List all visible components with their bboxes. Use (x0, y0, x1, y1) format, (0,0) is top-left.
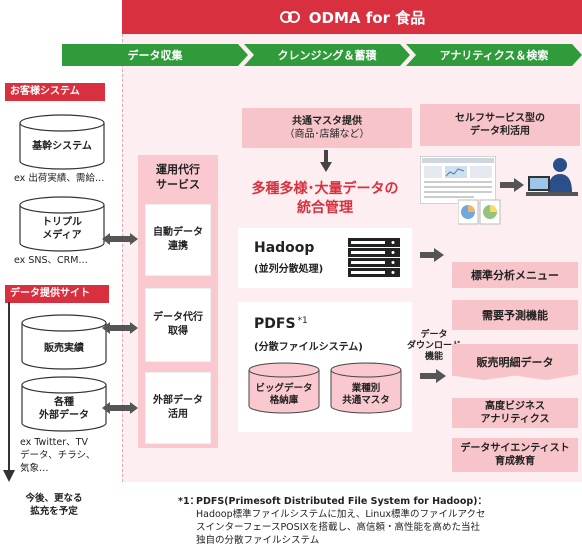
note-line: 気象… (20, 463, 49, 474)
label-line: データ (420, 330, 448, 340)
bidirectional-arrow-icon (102, 322, 138, 334)
hadoop-title: Hadoop (254, 240, 315, 256)
box-line: 外部データ (153, 395, 203, 406)
bidirectional-arrow-icon (102, 402, 138, 414)
core-system-note: ex 出荷実績、需給… (14, 173, 105, 184)
box-line: 連携 (168, 241, 188, 252)
customer-system-label: お客様システム (5, 83, 105, 101)
stage-cleansing: クレンジング＆蓄積 (244, 44, 410, 66)
cylinder-label: 外部データ (39, 410, 89, 421)
dashboard-screenshot-icon (420, 156, 496, 204)
footnote-line: スインターフェースPOSIXを搭載し、高信頼・高性能を高めた当社 (196, 522, 481, 533)
external-use-box: 外部データ 活用 (145, 372, 211, 444)
cylinder-label: 販売実績 (44, 343, 84, 354)
headline: 多種多様･大量データの 統合管理 (226, 180, 424, 218)
chart-thumbnails-icon (458, 199, 501, 225)
pdfs-title-row: PDFS*1 (254, 316, 308, 332)
cylinder-label: 業種別 (351, 383, 381, 394)
auto-link-box: 自動データ 連携 (145, 204, 211, 276)
box-line: データ利活用 (470, 126, 530, 137)
data-provider-label: データ提供サイト (5, 285, 109, 303)
right-arrow-icon (500, 178, 524, 192)
title-line: 運用代行 (156, 163, 200, 176)
cylinder-label: 格納庫 (269, 395, 299, 406)
right-arrow-icon (420, 369, 446, 383)
box-line: 取得 (168, 326, 188, 337)
odma-logo-icon (279, 11, 300, 23)
box-line: アナリティクス (480, 414, 550, 425)
cylinder-label: メディア (42, 230, 82, 241)
user-at-computer-icon (526, 158, 578, 196)
core-system-cylinder: 基幹システム (18, 114, 106, 170)
cylinder-label: ビッグデータ (255, 383, 313, 394)
footnote-line: PDFS(Primesoft Distributed File System f… (196, 496, 488, 507)
pdfs-title: PDFS (254, 316, 296, 332)
note-line: 今後、更なる (25, 493, 83, 504)
sales-record-cylinder: 販売実績 (20, 314, 108, 370)
cylinder-label: 基幹システム (32, 141, 92, 152)
operation-service-title: 運用代行 サービス (138, 162, 218, 192)
title-bar: ODMA for 食品 (122, 0, 582, 34)
download-label: データ ダウンロード 機能 (404, 330, 464, 363)
footnote-line: 独自の分散ファイルシステム (196, 535, 320, 546)
box-line: データサイエンティスト (460, 443, 570, 454)
common-master-box: 共通マスタ提供 （商品･店舗など） (242, 108, 412, 148)
stage-label: アナリティクス＆検索 (439, 49, 549, 62)
stage-label: クレンジング＆蓄積 (277, 49, 377, 62)
demand-forecast-box: 需要予測機能 (452, 300, 578, 330)
server-rack-icon (348, 238, 400, 277)
label-line: ダウンロード (406, 341, 461, 351)
data-scientist-box: データサイエンティスト 育成教育 (452, 438, 578, 472)
self-service-box: セルフサービス型の データ利活用 (420, 104, 580, 146)
cylinder-label: トリプル (42, 217, 82, 228)
cylinder-label: 各種 (54, 397, 74, 408)
common-master-cylinder: 業種別 共通マスタ (330, 362, 402, 414)
label-line: 機能 (424, 352, 443, 362)
box-line: 育成教育 (495, 456, 535, 467)
down-arrow-icon (320, 150, 332, 172)
box-line: 自動データ (153, 227, 203, 238)
footnote-mark-label: *1： (178, 496, 200, 507)
footnote-text: PDFS(Primesoft Distributed File System f… (196, 495, 580, 547)
advanced-analytics-box: 高度ビジネス アナリティクス (452, 398, 578, 428)
box-line: 活用 (168, 409, 188, 420)
box-line: 高度ビジネス (485, 401, 545, 412)
bigdata-storage-cylinder: ビッグデータ 格納庫 (248, 362, 320, 414)
page-title: ODMA for 食品 (308, 8, 426, 27)
box-line: 共通マスタ提供 (292, 116, 362, 127)
note-line: 拡充を予定 (30, 506, 78, 517)
footnote-line: Hadoop標準ファイルシステムに加え、Linux標準のファイルアクセ (196, 509, 486, 520)
note-line: データ、チラシ、 (20, 450, 96, 461)
standard-analysis-menu: 標準分析メニュー (452, 262, 578, 288)
bidirectional-arrow-icon (102, 233, 138, 245)
stage-analytics: アナリティクス＆検索 (406, 44, 582, 66)
headline-line: 統合管理 (297, 200, 353, 216)
external-data-note: ex Twitter、TV データ、チラシ、 気象… (20, 436, 95, 475)
hadoop-box: Hadoop (並列分散処理) (238, 228, 412, 288)
future-expansion-note: 今後、更なる 拡充を予定 (14, 492, 94, 518)
title-line: サービス (156, 178, 200, 191)
pdfs-box: PDFS*1 (分散ファイルシステム) ビッグデータ 格納庫 業種別 共通マスタ (238, 302, 412, 432)
box-line: データ代行 (153, 312, 203, 323)
note-line: ex Twitter、TV (20, 437, 88, 448)
box-line: セルフサービス型の (455, 113, 545, 124)
proxy-acquire-box: データ代行 取得 (145, 288, 211, 362)
stage-label: データ収集 (127, 49, 183, 62)
headline-line: 多種多様･大量データの (251, 181, 399, 197)
triple-media-note: ex SNS、CRM… (14, 255, 88, 266)
box-line: （商品･店舗など） (284, 129, 370, 140)
footnote-mark: *1 (297, 316, 308, 326)
down-arrow-icon (3, 302, 15, 482)
hadoop-subtitle: (並列分散処理) (254, 264, 324, 275)
external-data-cylinder: 各種 外部データ (20, 376, 108, 432)
triple-media-cylinder: トリプル メディア (18, 196, 106, 252)
cylinder-label: 共通マスタ (342, 395, 390, 406)
stage-data-collection: データ収集 (62, 44, 248, 66)
sales-detail-box: 販売明細データ (452, 344, 578, 380)
pdfs-subtitle: (分散ファイルシステム) (254, 342, 363, 353)
right-arrow-icon (420, 248, 444, 262)
